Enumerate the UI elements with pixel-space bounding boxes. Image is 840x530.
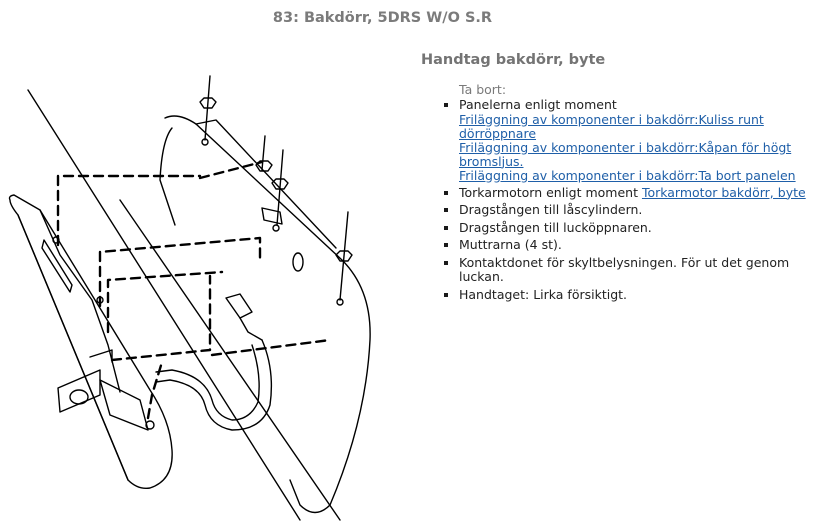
remove-subheading: Ta bort: <box>459 82 507 97</box>
dashed-assembly-lines <box>56 160 332 420</box>
construction-line <box>119 199 341 521</box>
link-kapan[interactable]: Friläggning av komponenter i bakdörr:Kåp… <box>459 139 792 169</box>
lock-bracket <box>57 369 101 413</box>
step-wiper-motor: Torkarmotorn enligt moment Torkarmotor b… <box>421 184 821 201</box>
tailgate-panel <box>164 115 371 514</box>
procedure-title: Handtag bakdörr, byte <box>421 52 606 68</box>
step-connector: Kontaktdonet för skyltbelysningen. För u… <box>421 255 821 285</box>
nut-bolts <box>52 75 353 430</box>
step-lock-rod: Dragstången till låscylindern. <box>421 202 821 218</box>
tailgate-panel-inner <box>159 127 176 226</box>
connector <box>225 293 253 319</box>
step-nuts: Muttrarna (4 st). <box>421 237 821 253</box>
step-handle: Handtaget: Lirka försiktigt. <box>421 287 821 303</box>
sub-links: Friläggning av komponenter i bakdörr:Kul… <box>459 111 821 183</box>
handle-housing <box>8 194 173 490</box>
construction-line <box>27 89 301 521</box>
link-kuliss[interactable]: Friläggning av komponenter i bakdörr:Kul… <box>459 111 764 141</box>
step-opener-rod: Dragstången till lucköppnaren. <box>421 220 821 236</box>
mounting-plate <box>261 207 283 225</box>
lock-button <box>69 389 89 405</box>
step-text: Panelerna enligt moment <box>459 97 617 112</box>
wire-harness <box>155 339 273 431</box>
tailgate-handle-diagram <box>8 75 371 521</box>
procedure-panel: Handtag bakdörr, byte Ta bort: Panelerna… <box>421 52 821 305</box>
step-text: Torkarmotorn enligt moment <box>459 184 642 200</box>
page-title: 83: Bakdörr, 5DRS W/O S.R <box>272 10 493 26</box>
step-panels: Panelerna enligt moment Friläggning av k… <box>421 97 821 183</box>
link-wiper-motor[interactable]: Torkarmotor bakdörr, byte <box>641 184 806 200</box>
steps-list: Panelerna enligt moment Friläggning av k… <box>421 97 821 303</box>
link-panelen[interactable]: Friläggning av komponenter i bakdörr:Ta … <box>459 167 796 183</box>
